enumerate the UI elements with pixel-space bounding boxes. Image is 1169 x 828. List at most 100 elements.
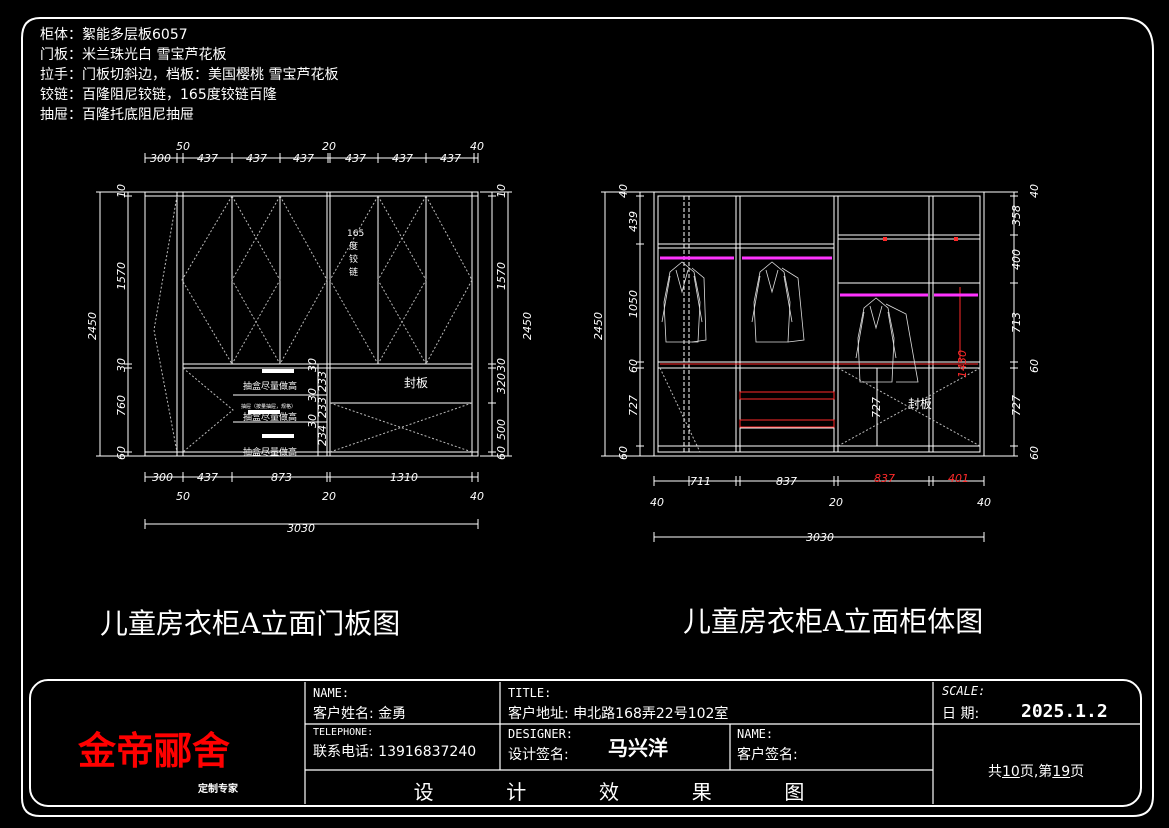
company-subtitle: 定制专家 [198,784,238,795]
spec-door: 门板：米兰珠光白 雪宝芦花板 [40,47,227,63]
left-top-dim: 40 [470,140,484,153]
customer-address: 客户地址: 申北路168弄22号102室 [508,706,729,722]
pages-current: 19 [1052,764,1071,780]
right-side-dim: 60 [617,446,630,460]
designer-label: DESIGNER: [508,727,574,741]
right-side-dim: 2450 [592,312,605,340]
left-inner-dim: 30 [306,388,319,402]
left-top-dim: 300 [150,152,171,165]
left-bottom-dim: 300 [152,471,173,484]
left-top-dim: 50 [176,140,190,153]
title-label: TITLE: [508,686,552,700]
title-block [29,679,1142,807]
right-bottom-dim: 837 [776,475,797,488]
left-top-dim: 437 [246,152,267,165]
right-rside-dim: 358 [1010,205,1023,226]
right-rside-dim: 400 [1010,249,1023,270]
left-elevation [96,153,512,529]
right-caption: 儿童房衣柜A立面柜体图 [683,605,984,638]
left-side-dim: 1570 [115,262,128,290]
right-side-dim: 439 [627,211,640,232]
right-bottom-dim: 711 [690,475,711,488]
left-cabinet-outline [144,191,479,457]
right-inner-dim: 727 [870,397,883,418]
left-bottom-sub: 20 [322,490,336,503]
left-side-dim: 10 [115,184,128,198]
left-rside-dim: 60 [495,446,508,460]
right-side-dim: 1050 [627,290,640,318]
right-bottom-dim-red: 837 [874,472,895,485]
red-hooks [660,237,978,365]
hanging-rails [660,256,978,297]
right-dimension-labels: 40 439 2450 1050 60 727 60 40 358 400 71… [592,184,1041,544]
left-bottom-dim: 437 [197,471,218,484]
right-rside-dim: 60 [1028,446,1041,460]
pages-mid: 页,第 [1019,764,1053,780]
left-rside-dim: 320 [495,373,508,394]
left-bottom-dim: 873 [271,471,292,484]
left-inner-dim: 30 [306,414,319,428]
right-bottom-dim-red: 401 [948,472,969,485]
seal-label: 封板 [404,376,428,390]
left-top-dim: 437 [392,152,413,165]
right-red-dim: 1430 [956,350,969,378]
customer-signature-label: 客户签名: [737,747,798,763]
right-bottom-sub: 40 [650,496,664,509]
footer-title: 设 计 效 果 图 [413,780,825,804]
left-bottom-sub: 50 [176,490,190,503]
clothes-icon [661,261,919,383]
left-inner-dim: 233 [316,397,329,418]
telephone-label: TELEPHONE: [313,727,374,738]
right-elevation [601,191,1018,542]
hinge-label: 铰 [349,253,358,265]
right-rside-dim: 713 [1010,312,1023,333]
designer-signature-label: 设计签名: [508,747,569,763]
hinge-label: 度 [349,240,358,252]
left-top-dim: 20 [322,140,336,153]
phone-number: 联系电话: 13916837240 [313,744,477,760]
left-total-dim: 3030 [287,522,315,535]
date-label: 日 期: [942,706,980,722]
left-top-dim: 437 [197,152,218,165]
left-inner-dim: 30 [306,358,319,372]
right-rside-dim: 40 [1028,184,1041,198]
left-bottom-dim: 1310 [390,471,418,484]
left-rside-dim: 500 [495,419,508,440]
spec-cabinet: 柜体：絮能多层板6057 [40,27,188,43]
top-dim-ticks [144,153,479,163]
left-side-dim: 60 [115,446,128,460]
right-cabinet-outline [653,191,985,457]
left-top-dim: 437 [345,152,366,165]
left-top-dim: 437 [440,152,461,165]
left-rside-dim: 30 [495,358,508,372]
scale-label: SCALE: [942,684,986,698]
left-rside-dim: 1570 [495,262,508,290]
designer-name: 马兴洋 [608,736,668,760]
left-dimension-labels: 300 50 437 437 437 20 437 437 437 40 300… [86,140,534,535]
right-side-dim: 40 [617,184,630,198]
spec-drawer: 抽屉：百隆托底阻尼抽屉 [40,107,194,123]
left-top-dim: 437 [293,152,314,165]
pages-total: 10 [1002,764,1020,780]
left-caption: 儿童房衣柜A立面门板图 [100,607,401,640]
right-total-dim: 3030 [806,531,834,544]
right-side-dim: 727 [627,395,640,416]
pages-suffix: 页 [1070,764,1085,780]
pages-prefix: 共 [988,764,1002,780]
left-inner-dim: 234 [316,425,329,446]
right-bottom-sub: 40 [977,496,991,509]
date-value: 2025.1.2 [1021,701,1108,722]
drawer-label: 抽盒尽量做高 [243,380,297,392]
left-side-dim: 760 [115,395,128,416]
spec-hinge: 铰链：百隆阻尼铰链，165度铰链百隆 [40,87,277,103]
left-rside-dim: 10 [495,184,508,198]
left-rside-dim: 2450 [521,312,534,340]
name-label: NAME: [313,686,350,700]
left-inner-dim: 233 [316,371,329,392]
left-side-dim: 2450 [86,312,99,340]
company-logo: 金帝郦舍 [78,728,231,773]
right-bottom-sub: 20 [829,496,843,509]
sheet-frame [21,17,1154,817]
drawer-label: 抽盒尽量做高 [243,446,297,458]
